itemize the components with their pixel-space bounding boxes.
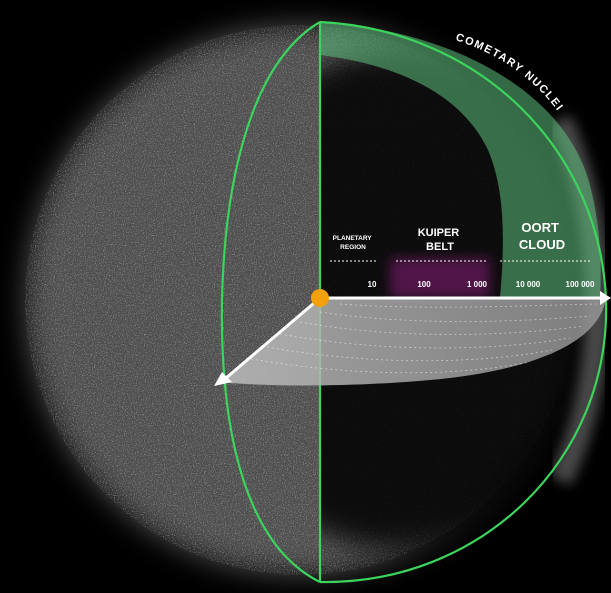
- planetary-region-label: PLANETARY REGION: [333, 235, 374, 251]
- oort-cloud-label: OORT CLOUD: [519, 220, 565, 252]
- tick-10000: 10 000: [516, 280, 541, 289]
- tick-10: 10: [368, 280, 377, 289]
- orbit-lines: [245, 303, 597, 374]
- radial-axis: [214, 296, 321, 386]
- sun: [311, 289, 329, 307]
- scale-axis: [320, 291, 611, 305]
- kuiper-belt-region: [390, 258, 490, 298]
- ecliptic-plane-fan: [220, 298, 606, 386]
- cometary-nuclei-band: [320, 22, 601, 298]
- tick-100000: 100 000: [566, 280, 595, 289]
- tick-1000: 1 000: [467, 280, 488, 289]
- kuiper-belt-label: KUIPER BELT: [418, 227, 463, 253]
- tick-100: 100: [417, 280, 431, 289]
